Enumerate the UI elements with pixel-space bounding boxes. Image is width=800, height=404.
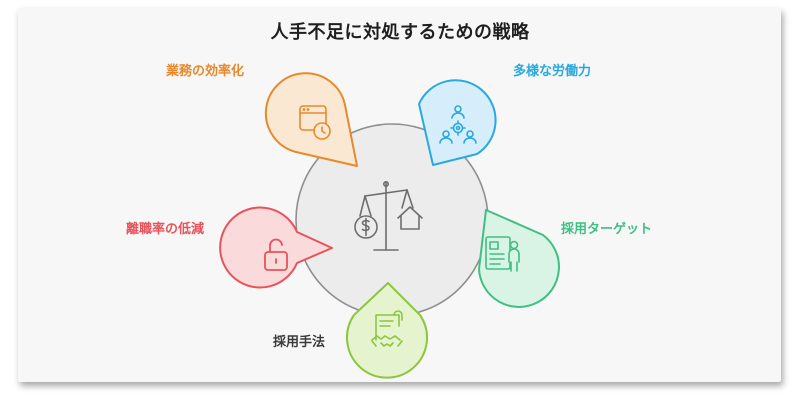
petal-diversity [418,79,497,166]
contract-handshake-icon [371,310,403,347]
label-method: 採用手法 [273,335,326,350]
label-retention: 離職率の低減 [126,222,205,237]
balance-scale-icon [354,181,423,251]
label-efficiency: 業務の効率化 [166,64,245,79]
calendar-clock-icon [299,105,331,140]
label-diversity: 多様な労働力 [513,64,592,79]
diagram-title: 人手不足に対処するための戦略 [270,22,530,43]
people-gear-icon [439,105,477,144]
unlock-icon [264,238,288,271]
resume-person-icon [485,236,520,272]
label-target: 採用ターゲット [561,222,653,237]
petal-method [346,282,428,379]
petal-retention [219,206,333,289]
petal-efficiency [264,72,358,167]
petal-target [478,209,560,308]
